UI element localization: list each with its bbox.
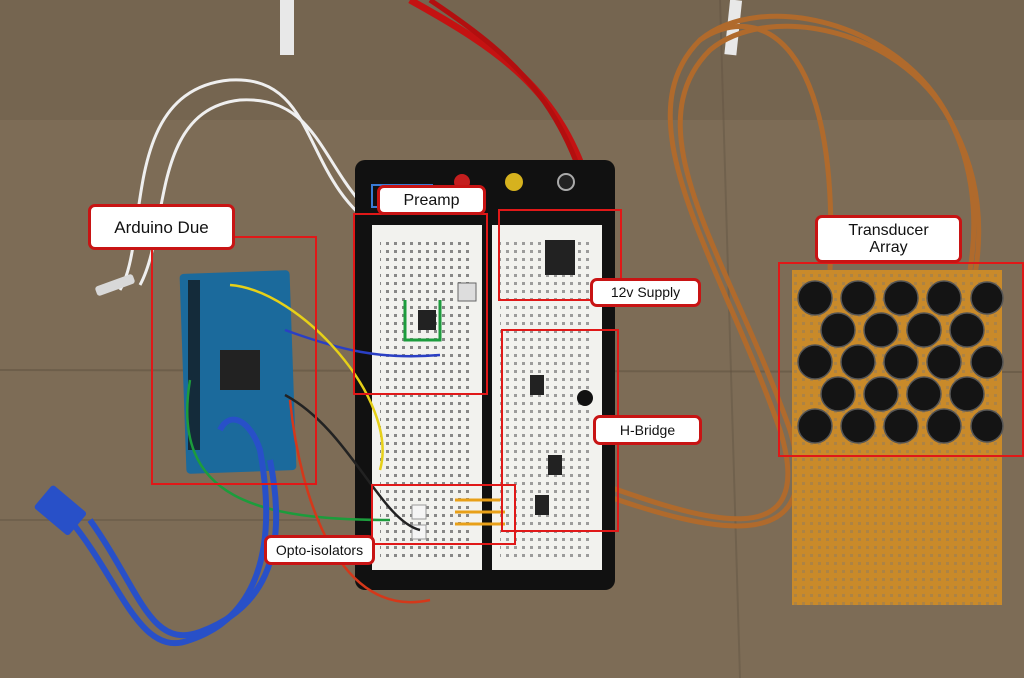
arduino-highlight [151, 236, 317, 485]
arduino-label: Arduino Due [88, 204, 235, 250]
copper-cable [589, 13, 982, 529]
opto-label: Opto-isolators [264, 535, 375, 565]
opto-highlight [371, 484, 516, 545]
supply-label: 12v Supply [590, 278, 701, 307]
preamp-highlight [353, 213, 488, 395]
preamp-label: Preamp [377, 185, 486, 215]
transducer-highlight [778, 262, 1024, 457]
transducer-label: Transducer Array [815, 215, 962, 263]
hbridge-label: H-Bridge [593, 415, 702, 445]
supply-highlight [498, 209, 622, 301]
transducer-elements [797, 280, 1004, 444]
